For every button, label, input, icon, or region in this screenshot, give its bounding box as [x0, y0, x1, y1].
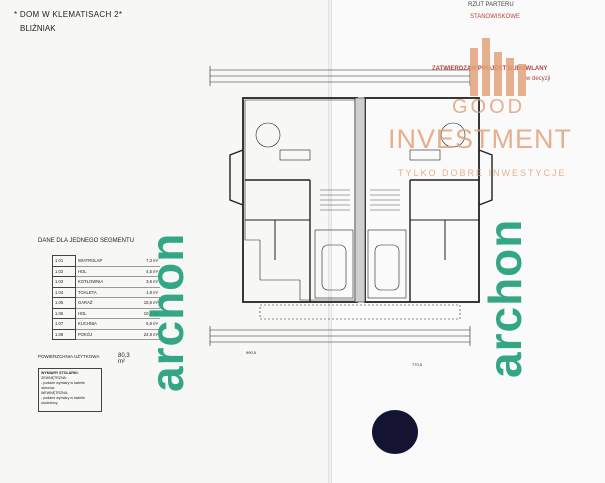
room-area: 1,9 m² — [128, 287, 160, 298]
stamp-line-1: RZUT PARTERU — [468, 2, 514, 8]
room-name: KUCHNIA — [75, 318, 128, 330]
paper-fold — [328, 0, 332, 483]
archon-watermark-right: archon — [479, 218, 531, 378]
total-area: POWIERZCHNIA UŻYTKOWA 80,3 m² — [38, 353, 138, 365]
note-line: - podane wymiary w świetle ościeżnicy — [41, 396, 85, 405]
room-number: 1.04 — [52, 286, 76, 298]
room-number: 1.08 — [52, 328, 76, 340]
joinery-notes: WYMIARY STOLARKI: ZEWNĘTRZNA:- podane wy… — [38, 368, 102, 412]
archon-watermark-left: archon — [141, 232, 193, 392]
room-name: HOL — [75, 266, 128, 277]
room-area: 7,3 m² — [128, 255, 160, 267]
room-name: TOALETA — [75, 287, 128, 298]
room-area: 15,6 m² — [128, 297, 160, 309]
stamp-line-4: w decyzji — [526, 76, 551, 82]
room-number: 1.01 — [52, 255, 76, 267]
dimension-label-1: 990,5 — [246, 350, 257, 355]
total-area-value: 80,3 m² — [118, 353, 130, 365]
brand-tagline: TYLKO DOBRE INWESTYCJE — [398, 168, 567, 178]
total-area-label: POWIERZCHNIA UŻYTKOWA — [38, 354, 100, 359]
brand-name-2: INVESTMENT — [388, 124, 573, 154]
note-line: WEWNĘTRZNA: — [41, 391, 69, 395]
room-name: HOL — [75, 308, 128, 319]
room-area: 10,8 m² — [128, 308, 160, 319]
room-number: 1.03 — [52, 276, 76, 288]
room-name: POKÓJ — [75, 329, 128, 340]
stamp-line-2: STANOWISKOWE — [470, 14, 520, 20]
room-number: 1.07 — [52, 318, 76, 330]
right-sheet — [330, 0, 605, 483]
room-area: 3,6 m² — [128, 276, 160, 288]
room-name: GARAŻ — [75, 297, 128, 309]
room-area: 24,8 m² — [128, 329, 160, 340]
floor-plan-drawing — [209, 66, 493, 346]
brand-name: GOOD — [452, 96, 526, 118]
notes-title: WYMIARY STOLARKI: — [41, 371, 79, 375]
room-area: 5,9 m² — [128, 318, 160, 330]
room-name: WIATROLAP — [75, 255, 128, 267]
building-logo-icon — [470, 38, 526, 96]
note-line: - podane wymiary w świetle otworów — [41, 381, 85, 390]
room-number: 1.05 — [52, 297, 76, 309]
document-subtitle: BLIŹNIAK — [20, 24, 56, 33]
round-seal-stamp — [372, 410, 418, 454]
room-area: 4,5 m² — [128, 266, 160, 277]
segment-table-title: DANE DLA JEDNEGO SEGMENTU — [38, 238, 135, 244]
note-line: ZEWNĘTRZNA: — [41, 376, 67, 380]
room-number: 1.02 — [52, 265, 76, 277]
room-number: 1.06 — [52, 307, 76, 319]
dimension-label-2: 770,5 — [412, 362, 423, 367]
document-title: * DOM W KLEMATISACH 2* — [14, 10, 123, 19]
room-name: KOTŁOWNIA — [75, 276, 128, 288]
